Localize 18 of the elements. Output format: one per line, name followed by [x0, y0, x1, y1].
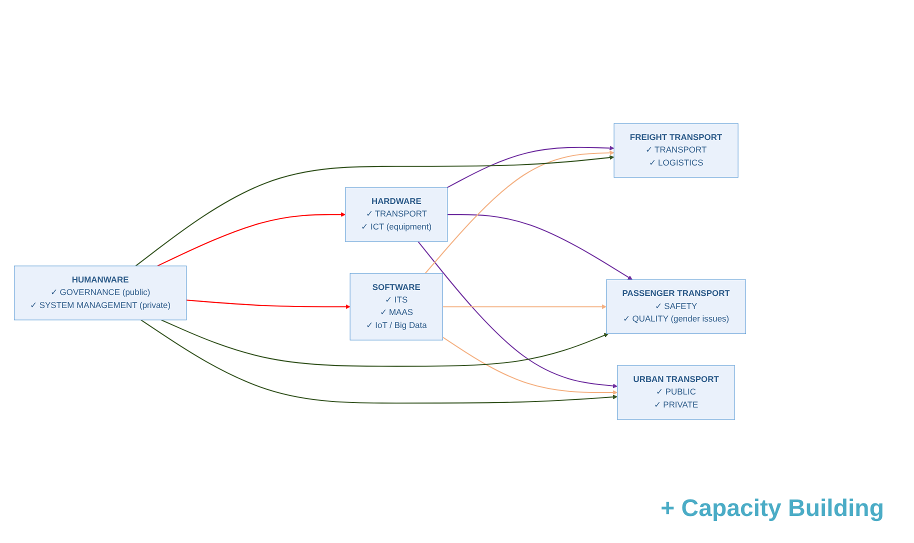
arrow [424, 150, 614, 274]
note-text: + Capacity Building [660, 495, 884, 523]
node-box: PASSENGER TRANSPORT ✓ SAFETY ✓ QUALITY (gender issues) [606, 279, 746, 334]
node-box: URBAN TRANSPORT ✓ PUBLIC ✓ PRIVATE [617, 365, 736, 420]
node-box: HUMANWARE ✓ GOVERNANCE (public) ✓ SYSTEM MANAGEMENT (private) [14, 266, 187, 320]
arrow [447, 214, 633, 280]
node-box: FREIGHT TRANSPORT ✓ TRANSPORT ✓ LOGISTICS [614, 123, 738, 178]
arrow [446, 146, 614, 188]
arrow [140, 320, 618, 404]
arrow [186, 300, 350, 310]
arrow [135, 155, 614, 266]
arrow [442, 304, 607, 310]
arrow [157, 212, 346, 266]
arrow [161, 319, 609, 367]
arrow [418, 241, 618, 388]
arrow [442, 336, 618, 395]
node-box: SOFTWARE ✓ ITS ✓ MAAS ✓ IoT / Big Data [350, 273, 443, 340]
node-box: HARDWARE ✓ TRANSPORT ✓ ICT (equipment) [345, 187, 448, 242]
